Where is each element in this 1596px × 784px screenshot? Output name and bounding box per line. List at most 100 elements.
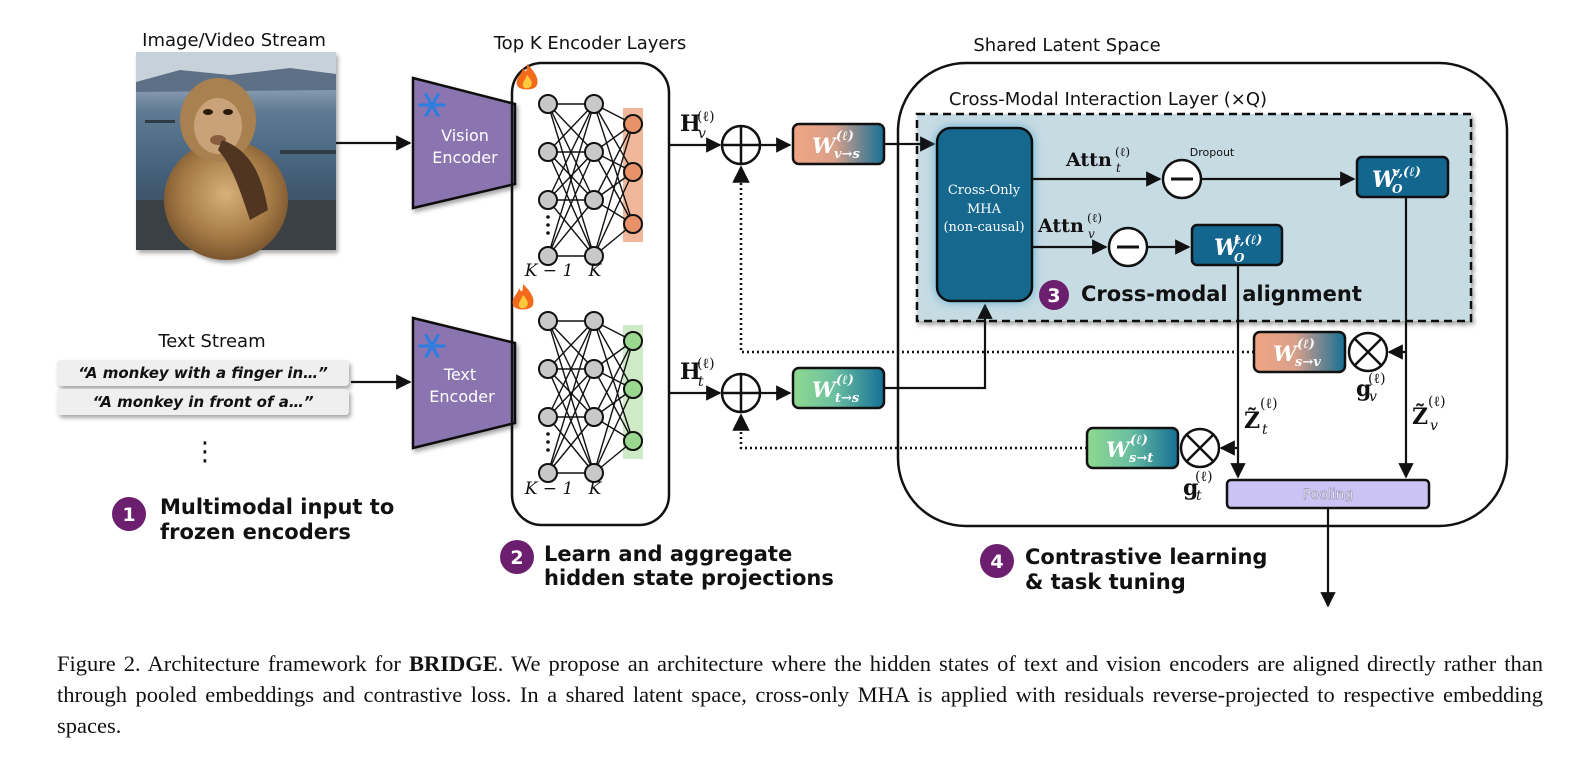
neuron xyxy=(584,311,604,331)
neuron xyxy=(584,94,604,114)
neuron xyxy=(538,94,558,114)
neuron xyxy=(584,407,604,427)
output-neuron xyxy=(623,162,643,182)
neuron xyxy=(584,142,604,162)
encoder-layers-title: Top K Encoder Layers xyxy=(493,33,687,54)
caption-prefix: Figure 2. Architecture framework for xyxy=(57,651,409,676)
svg-text:(ℓ): (ℓ) xyxy=(697,356,715,372)
svg-text:Pooling: Pooling xyxy=(1303,487,1354,503)
text-encoder-label-line1: Text xyxy=(443,365,476,384)
svg-text:Attn: Attn xyxy=(1037,215,1084,237)
snowflake-icon xyxy=(418,93,446,117)
svg-text:(ℓ): (ℓ) xyxy=(836,129,854,144)
svg-text:hidden state projections: hidden state projections xyxy=(544,566,834,590)
neuron xyxy=(538,246,558,266)
neuron xyxy=(584,190,604,210)
snowflake-icon xyxy=(418,334,446,358)
svg-text:W: W xyxy=(812,133,838,158)
svg-text:4: 4 xyxy=(990,551,1003,573)
vision-encoder xyxy=(411,76,517,210)
svg-text:W: W xyxy=(1214,235,1241,261)
layer-label-k-minus-1: K − 1 xyxy=(524,479,574,499)
svg-text:(ℓ): (ℓ) xyxy=(1130,433,1148,448)
neuron xyxy=(584,246,604,266)
projection-v-to-s: W (ℓ) v→s xyxy=(791,122,886,166)
flame-icon xyxy=(512,284,534,310)
output-neuron xyxy=(623,431,643,451)
svg-text:W: W xyxy=(1273,341,1299,366)
cross-only-mha-block: Cross-Only MHA (non-causal) xyxy=(935,126,1034,303)
svg-text:3: 3 xyxy=(1047,285,1060,307)
svg-text:2: 2 xyxy=(510,547,523,569)
svg-text:s→v: s→v xyxy=(1295,355,1321,370)
text-encoder xyxy=(411,316,517,450)
architecture-diagram: Image/Video Stream Text Stream “A monkey… xyxy=(57,30,1509,608)
neuron xyxy=(538,190,558,210)
s-to-t-residual-dotted-arrow xyxy=(732,413,1087,450)
text-sum-node xyxy=(720,372,762,414)
svg-text:(ℓ): (ℓ) xyxy=(1428,394,1446,410)
figure-caption: Figure 2. Architecture framework for BRI… xyxy=(57,648,1543,741)
text-sample-1-label: “A monkey with a finger in…” xyxy=(78,364,328,382)
svg-text:t→s: t→s xyxy=(835,391,860,406)
attn-t-label: Attn t (ℓ) xyxy=(1065,145,1130,175)
svg-text:(ℓ): (ℓ) xyxy=(1368,371,1386,387)
svg-text:W: W xyxy=(1372,167,1399,193)
z-v-label: Z̃ v (ℓ) xyxy=(1412,394,1446,434)
svg-text:Attn: Attn xyxy=(1065,149,1112,171)
svg-text:(ℓ): (ℓ) xyxy=(1115,145,1130,159)
svg-text:O: O xyxy=(1392,182,1403,196)
vision-encoder-label-line2: Encoder xyxy=(432,148,498,167)
vision-hidden-state-label: H v (ℓ) xyxy=(680,109,715,142)
step-4: 4 Contrastive learning & task tuning xyxy=(980,544,1267,594)
svg-text:H: H xyxy=(680,359,701,385)
projection-s-to-t: W (ℓ) s→t xyxy=(1085,426,1180,470)
step-3: 3 Cross-modal alignment xyxy=(1039,280,1362,310)
svg-text:v: v xyxy=(698,126,706,142)
svg-text:frozen encoders: frozen encoders xyxy=(160,520,351,544)
input-image xyxy=(136,52,336,260)
svg-text:(ℓ): (ℓ) xyxy=(1087,211,1102,225)
svg-text:v,(ℓ): v,(ℓ) xyxy=(1392,165,1421,180)
vision-layer-network xyxy=(538,94,643,266)
attn-v-label: Attn v (ℓ) xyxy=(1037,211,1102,241)
flame-icon xyxy=(516,64,538,90)
svg-text:(non-causal): (non-causal) xyxy=(943,220,1024,235)
svg-text:H: H xyxy=(680,111,701,137)
svg-text:Learn and aggregate: Learn and aggregate xyxy=(544,542,792,566)
encoder-layers-box xyxy=(510,61,671,527)
neuron xyxy=(538,142,558,162)
layer-label-k: K xyxy=(588,261,603,281)
wo-v-block: W v,(ℓ) O xyxy=(1355,155,1450,199)
output-neuron xyxy=(623,379,643,399)
svg-text:v: v xyxy=(1430,418,1438,434)
svg-text:t: t xyxy=(698,374,704,390)
neuron xyxy=(538,359,558,379)
output-neuron xyxy=(623,331,643,351)
neuron xyxy=(538,311,558,331)
neuron xyxy=(538,407,558,427)
text-encoder-label-line2: Encoder xyxy=(429,387,495,406)
step-1: 1 Multimodal input to frozen encoders xyxy=(112,495,394,544)
z-t-label: Z̃ t (ℓ) xyxy=(1244,396,1278,438)
neuron xyxy=(584,359,604,379)
svg-text:1: 1 xyxy=(122,504,135,526)
svg-text:v: v xyxy=(1369,389,1377,405)
text-sample-2: “A monkey in front of a…” xyxy=(57,389,349,415)
svg-text:(ℓ): (ℓ) xyxy=(1195,469,1213,485)
neuron xyxy=(584,463,604,483)
svg-text:(ℓ): (ℓ) xyxy=(1297,337,1315,352)
caption-body: . We propose an architecture where the h… xyxy=(57,651,1544,738)
text-layer-network xyxy=(538,311,643,483)
text-sample-2-label: “A monkey in front of a…” xyxy=(93,393,314,411)
svg-text:t,(ℓ): t,(ℓ) xyxy=(1234,233,1262,248)
svg-text:t: t xyxy=(1196,488,1202,504)
layer-label-k-minus-1: K − 1 xyxy=(524,261,574,281)
gate-t-node xyxy=(1179,427,1221,469)
shared-space-title: Shared Latent Space xyxy=(973,35,1160,56)
s-to-v-residual-dotted-arrow xyxy=(732,165,1254,354)
svg-text:v: v xyxy=(1088,227,1095,241)
svg-text:Contrastive learning: Contrastive learning xyxy=(1025,545,1267,569)
svg-text:v→s: v→s xyxy=(834,147,860,162)
dropout-label: Dropout xyxy=(1190,146,1235,159)
